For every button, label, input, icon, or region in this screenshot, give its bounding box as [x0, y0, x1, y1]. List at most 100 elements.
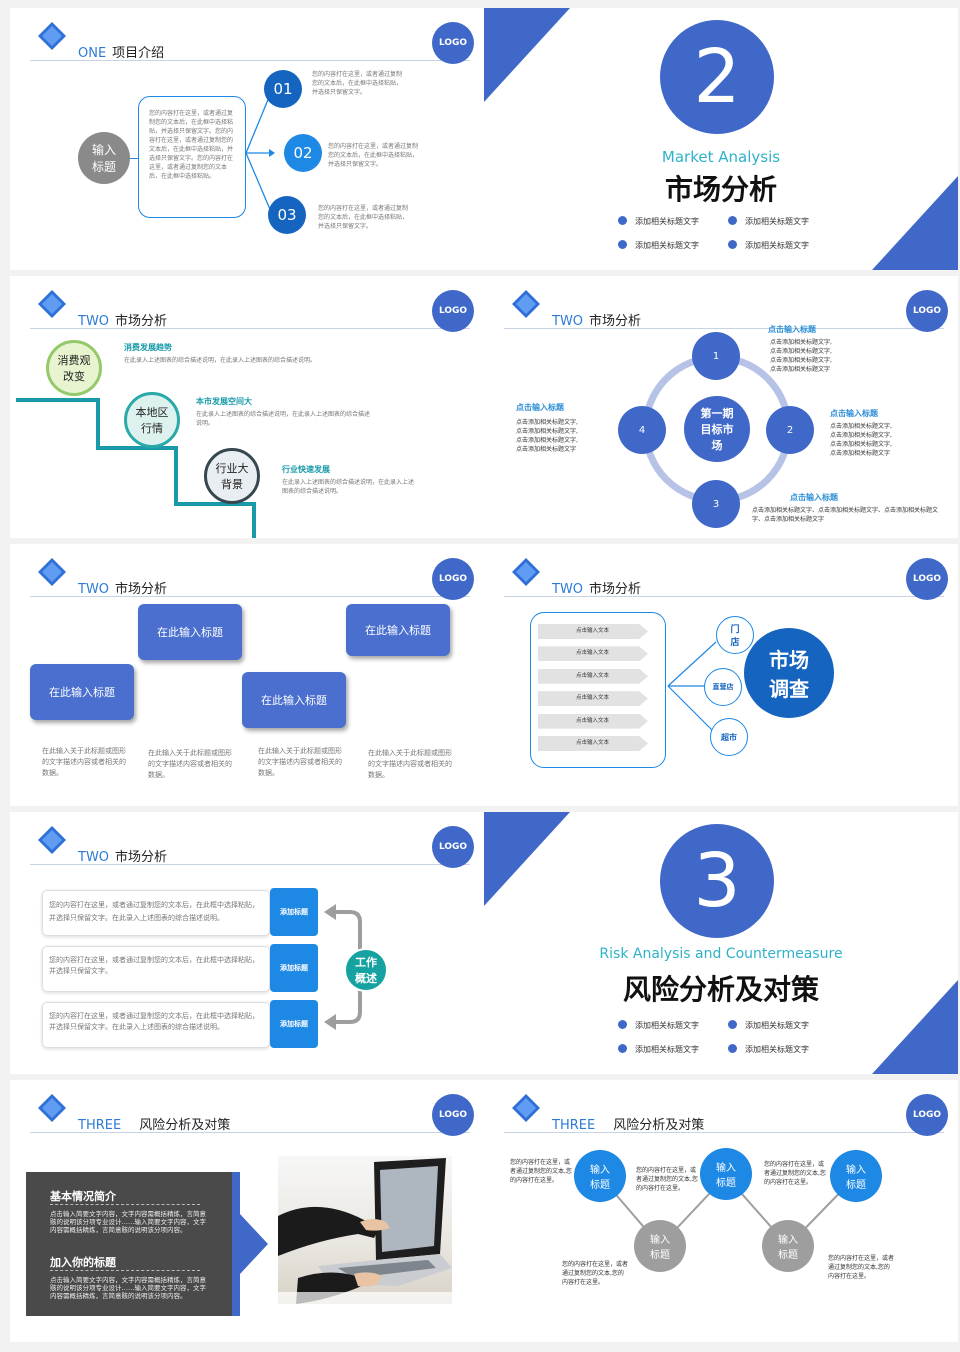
- wave-bottom-circle-2: 输入 标题: [762, 1220, 814, 1272]
- item-03-text: 您的内容打在这里，或者通过复制您的文本后，在此框中选择粘贴，并选择只保留文字。: [318, 205, 409, 230]
- panel-text-1: 点击输入简要文字内容，文字内容需概括精炼，言简意赅的说明该分项专业设计……输入简…: [50, 1210, 206, 1234]
- wave-text-4: 您的内容打在这里，或者通过复制您的文本,您的内容打在这里。: [562, 1261, 629, 1286]
- item-03-circle: 03: [268, 196, 306, 234]
- section-number-circle: 3: [660, 824, 774, 938]
- label-text-2: 点击添加相关标题文字, 点击添加相关标题文字, 点击添加相关标题文字, 点击添加…: [830, 423, 892, 457]
- logo-badge: LOGO: [906, 558, 948, 600]
- arrow-row: 点击输入文本: [538, 646, 648, 662]
- arrow-row-list: 点击输入文本 点击输入文本 点击输入文本 点击输入文本 点击输入文本 点击输入文…: [538, 624, 648, 751]
- label-title-3: 点击输入标题: [790, 493, 838, 502]
- header-divider: [504, 596, 944, 597]
- label-text-3: 点击添加相关标题文字、点击添加相关标题文字、点击添加相关标题文字、点击添加相关标…: [752, 507, 939, 523]
- logo-badge: LOGO: [906, 1094, 948, 1136]
- overview-row-text-3: 您的内容打在这里，或者通过复制您的文本后，在此框中选择粘贴，并选择只保留文字。在…: [42, 1002, 270, 1048]
- connector-line: [130, 158, 138, 159]
- wave-text-1: 您的内容打在这里，或者通过复制您的文本,您的内容打在这里。: [510, 1159, 572, 1184]
- arrow-row: 点击输入文本: [538, 624, 648, 639]
- diamond-logo-icon: [38, 22, 66, 50]
- arrow-row: 点击输入文本: [538, 735, 648, 751]
- section-number-circle: 2: [660, 20, 774, 134]
- diamond-logo-icon: [38, 290, 66, 318]
- corner-triangle-bottom-right: [872, 176, 958, 270]
- step-circle-2: 本地区 行情: [124, 392, 180, 448]
- panel-divider-2: [50, 1270, 200, 1271]
- input-title-circle: 输入 标题: [78, 132, 130, 184]
- logo-badge: LOGO: [432, 290, 474, 332]
- bullet-item: 添加相关标题文字: [618, 1044, 699, 1055]
- step-circle-1: 消费观 改变: [46, 340, 102, 396]
- cycle-node-2: 2: [766, 406, 814, 454]
- logo-badge: LOGO: [432, 558, 474, 600]
- overview-row-tag-1: 添加标题: [270, 888, 318, 936]
- section-cn-title: 风险分析及对策: [622, 973, 819, 1006]
- pointer-triangle: [240, 1214, 268, 1274]
- overview-row-text-2: 您的内容打在这里，或者通过复制您的文本后，在此框中选择粘贴，并选择只保留文字。: [42, 946, 270, 992]
- overview-row-text-1: 您的内容打在这里，或者通过复制您的文本后，在此框中选择粘贴，并选择只保留文字。在…: [42, 890, 270, 936]
- wave-text-3: 您的内容打在这里，或者通过复制您的文本,您的内容打在这里。: [764, 1161, 826, 1186]
- logo-badge: LOGO: [906, 290, 948, 332]
- corner-triangle-top-left: [484, 8, 570, 102]
- step-text-1: 在此录入上述图表的综合描述说明，在此录入上述图表的综合描述说明。: [124, 357, 317, 364]
- panel-divider-1: [50, 1204, 200, 1205]
- wave-text-5: 您的内容打在这里，或者通过复制您的文本,您的内容打在这里。: [828, 1255, 895, 1280]
- bullet-item: 添加相关标题文字: [728, 1044, 809, 1055]
- section-en-title: Risk Analysis and Countermeasure: [599, 946, 843, 962]
- item-02-text: 您的内容打在这里，或者通过复制您的文本后，在此框中选择粘贴，并选择只保留文字。: [328, 143, 419, 168]
- small-circle-supermarket: 超市: [710, 718, 748, 756]
- label-title-4: 点击输入标题: [516, 403, 564, 412]
- connector-lines: [667, 641, 717, 735]
- title-box-1: 在此输入标题: [30, 664, 134, 720]
- cycle-node-1: 1: [692, 332, 740, 380]
- step-text-3: 在此录入上述图表的综合描述说明，在此录入上述图表的综合描述说明。: [282, 479, 415, 495]
- header-divider: [30, 328, 470, 329]
- step-text-2: 在此录入上述图表的综合描述说明，在此录入上述图表的综合描述说明。: [196, 411, 371, 427]
- diamond-logo-icon: [512, 1094, 540, 1122]
- logo-badge: LOGO: [432, 22, 474, 64]
- work-overview-circle: 工作 概述: [344, 948, 388, 992]
- info-panel-accent: [232, 1172, 240, 1316]
- header-divider: [30, 596, 470, 597]
- wave-top-circle-3: 输入 标题: [830, 1150, 882, 1202]
- cycle-node-4: 4: [618, 406, 666, 454]
- header-divider: [504, 328, 944, 329]
- wave-top-circle-2: 输入 标题: [700, 1148, 752, 1200]
- diamond-logo-icon: [38, 826, 66, 854]
- small-circle-direct: 直营店: [704, 668, 742, 706]
- survey-main-circle: 市场 调查: [744, 628, 834, 718]
- arrow-row: 点击输入文本: [538, 713, 648, 729]
- laptop-photo: [278, 1156, 452, 1304]
- info-panel: [26, 1172, 232, 1316]
- title-box-3: 在此输入标题: [242, 672, 346, 728]
- label-title-2: 点击输入标题: [830, 409, 878, 418]
- label-text-1: 点击添加相关标题文字, 点击添加相关标题文字, 点击添加相关标题文字, 点击添加…: [770, 339, 832, 373]
- bullet-item: 添加相关标题文字: [618, 240, 699, 251]
- box-desc-3: 在此输入关于此标题或图形的文字描述内容或者相关的数据。: [258, 747, 342, 777]
- box-desc-4: 在此输入关于此标题或图形的文字描述内容或者相关的数据。: [368, 749, 452, 779]
- overview-row-tag-2: 添加标题: [270, 944, 318, 992]
- panel-text-2: 点击输入简要文字内容，文字内容需概括精炼，言简意赅的说明该分项专业设计……输入简…: [50, 1276, 206, 1300]
- overview-row-tag-3: 添加标题: [270, 1000, 318, 1048]
- item-02-circle: 02: [284, 134, 322, 172]
- laptop-illustration-icon: [278, 1158, 452, 1304]
- item-01-circle: 01: [264, 70, 302, 108]
- small-circle-store: 门 店: [716, 616, 754, 654]
- step-title-3: 行业快速发展: [282, 465, 330, 474]
- step-circle-3: 行业大 背景: [204, 448, 260, 504]
- intro-text-box: 您的内容打在这里，或者通过复制您的文本后，在此框中选择粘贴，并选择只保留文字。您…: [138, 96, 246, 218]
- wave-top-circle-1: 输入 标题: [574, 1150, 626, 1202]
- header-divider: [30, 60, 470, 61]
- wave-bottom-circle-1: 输入 标题: [634, 1220, 686, 1272]
- section-en-title: Market Analysis: [661, 148, 781, 166]
